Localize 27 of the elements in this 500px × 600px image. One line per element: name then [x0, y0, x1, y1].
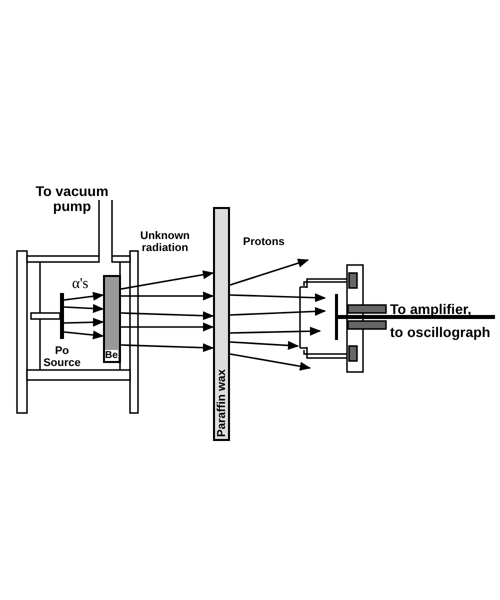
arrow: [64, 330, 104, 340]
arrow: [121, 292, 214, 300]
detector-drawing: [299, 264, 495, 373]
arrow: [120, 343, 214, 352]
arrow: [121, 322, 214, 332]
text-label: Unknown radiation: [139, 230, 191, 254]
arrow: [120, 311, 214, 320]
arrow: [64, 292, 104, 301]
arrow: [64, 318, 104, 327]
source-label: Po Source: [42, 345, 82, 370]
arrow: [230, 306, 326, 316]
text-label: To amplifier, to oscillograph: [390, 300, 492, 342]
arrow: [230, 326, 322, 336]
arrow: [230, 353, 312, 371]
arrow: [230, 258, 310, 286]
arrow: [230, 293, 326, 302]
text-label: Protons: [243, 236, 286, 248]
arrow: [230, 340, 300, 350]
node-label: Be: [105, 350, 118, 361]
beryllium-target: [103, 275, 121, 363]
source-plate: [60, 293, 64, 339]
particle-label: α's: [72, 276, 90, 292]
paraffin-wax-sheet: [213, 207, 230, 441]
arrow: [120, 270, 214, 290]
node-label: Paraffin wax: [216, 369, 228, 437]
text-label: To vacuum pump: [34, 184, 110, 215]
arrow: [64, 304, 104, 313]
